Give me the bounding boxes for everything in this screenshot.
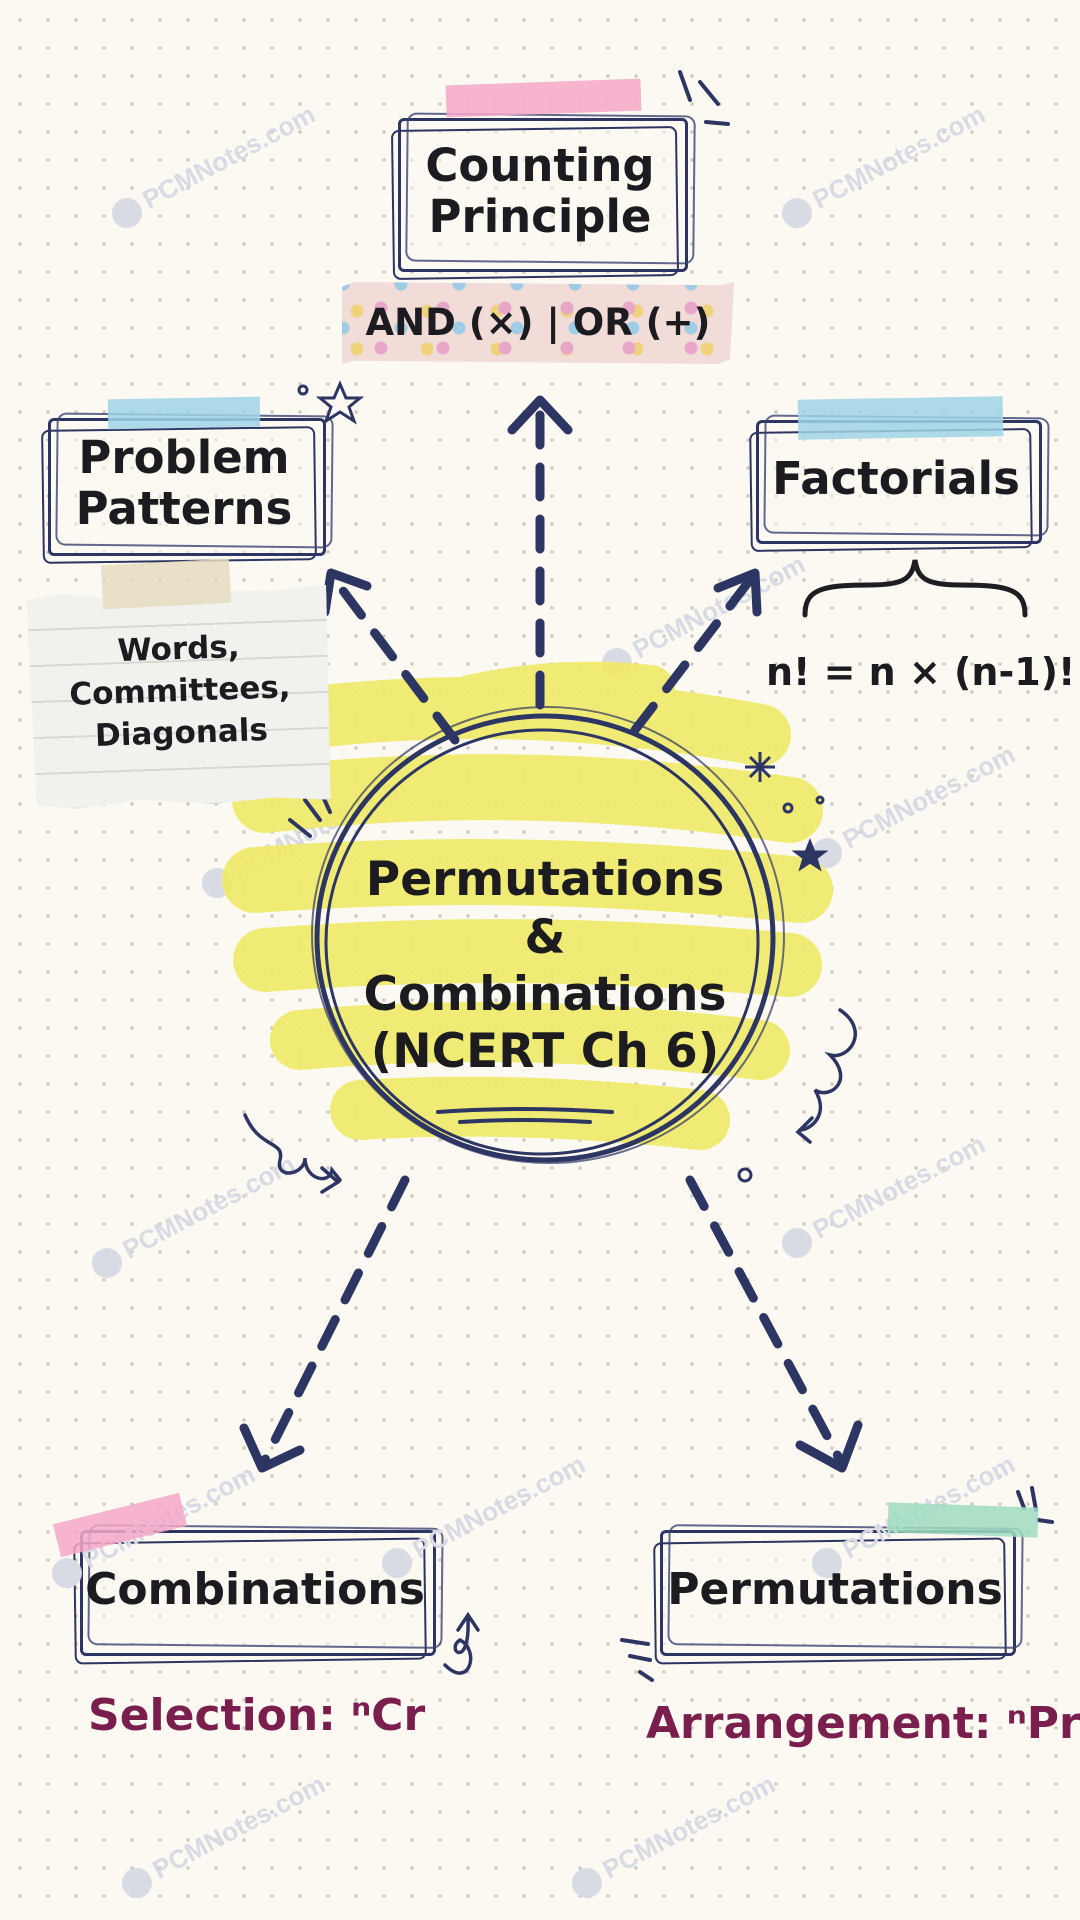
arrow-to-problem-patterns bbox=[330, 575, 460, 745]
center-circle bbox=[311, 705, 785, 1165]
center-topic: Permutations & Combinations (NCERT Ch 6) bbox=[330, 830, 760, 1102]
factorials-box bbox=[756, 420, 1042, 544]
problem-patterns-title: Problem Patterns bbox=[48, 418, 320, 550]
arrow-to-permutations bbox=[685, 1175, 845, 1465]
problem-patterns-line-1: Problem bbox=[78, 431, 290, 485]
center-line-2: & bbox=[524, 909, 566, 965]
note-line-3: Diagonals bbox=[94, 711, 269, 754]
permutations-title: Permutations bbox=[667, 1564, 1003, 1616]
arrow-to-combinations bbox=[260, 1175, 410, 1465]
green-tape bbox=[887, 1502, 1039, 1538]
problem-patterns-note: Words, Committees, Diagonals bbox=[37, 607, 322, 777]
beige-tape bbox=[100, 558, 232, 610]
counting-principle-line-2: Principle bbox=[428, 190, 652, 243]
arrowhead-up-left-icon bbox=[320, 568, 372, 617]
problem-patterns-line-2: Patterns bbox=[75, 482, 293, 535]
factorial-formula: n! = n × (n-1)! bbox=[766, 650, 1076, 694]
arrow-to-factorials bbox=[630, 575, 755, 735]
pink-tape bbox=[445, 78, 642, 118]
arrowhead-up-right-icon bbox=[713, 568, 762, 617]
washi-tape-note bbox=[342, 282, 734, 364]
counting-principle-note: AND (×) | OR (+) bbox=[365, 301, 711, 345]
counting-principle-box bbox=[398, 118, 688, 272]
center-line-4: (NCERT Ch 6) bbox=[370, 1024, 720, 1080]
combinations-title: Combinations bbox=[85, 1564, 425, 1616]
arrowhead-down-left-icon bbox=[239, 1423, 305, 1473]
factorials-title: Factorials bbox=[772, 451, 1020, 505]
counting-principle-title: Counting Principle bbox=[398, 118, 682, 266]
blue-tape bbox=[797, 396, 1004, 440]
center-line-1: Permutations bbox=[365, 852, 725, 908]
curly-brace-icon bbox=[802, 559, 1028, 618]
permutations-formula: Arrangement: ⁿPr bbox=[646, 1698, 1080, 1749]
arrowhead-up-icon bbox=[507, 395, 573, 435]
note-line-1: Words, bbox=[116, 629, 241, 670]
arrowhead-down-right-icon bbox=[795, 1420, 863, 1473]
blue-tape bbox=[107, 396, 261, 430]
center-line-3: Combinations bbox=[363, 967, 727, 1022]
counting-principle-line-1: Counting bbox=[425, 139, 655, 193]
combinations-formula: Selection: ⁿCr bbox=[88, 1690, 426, 1741]
